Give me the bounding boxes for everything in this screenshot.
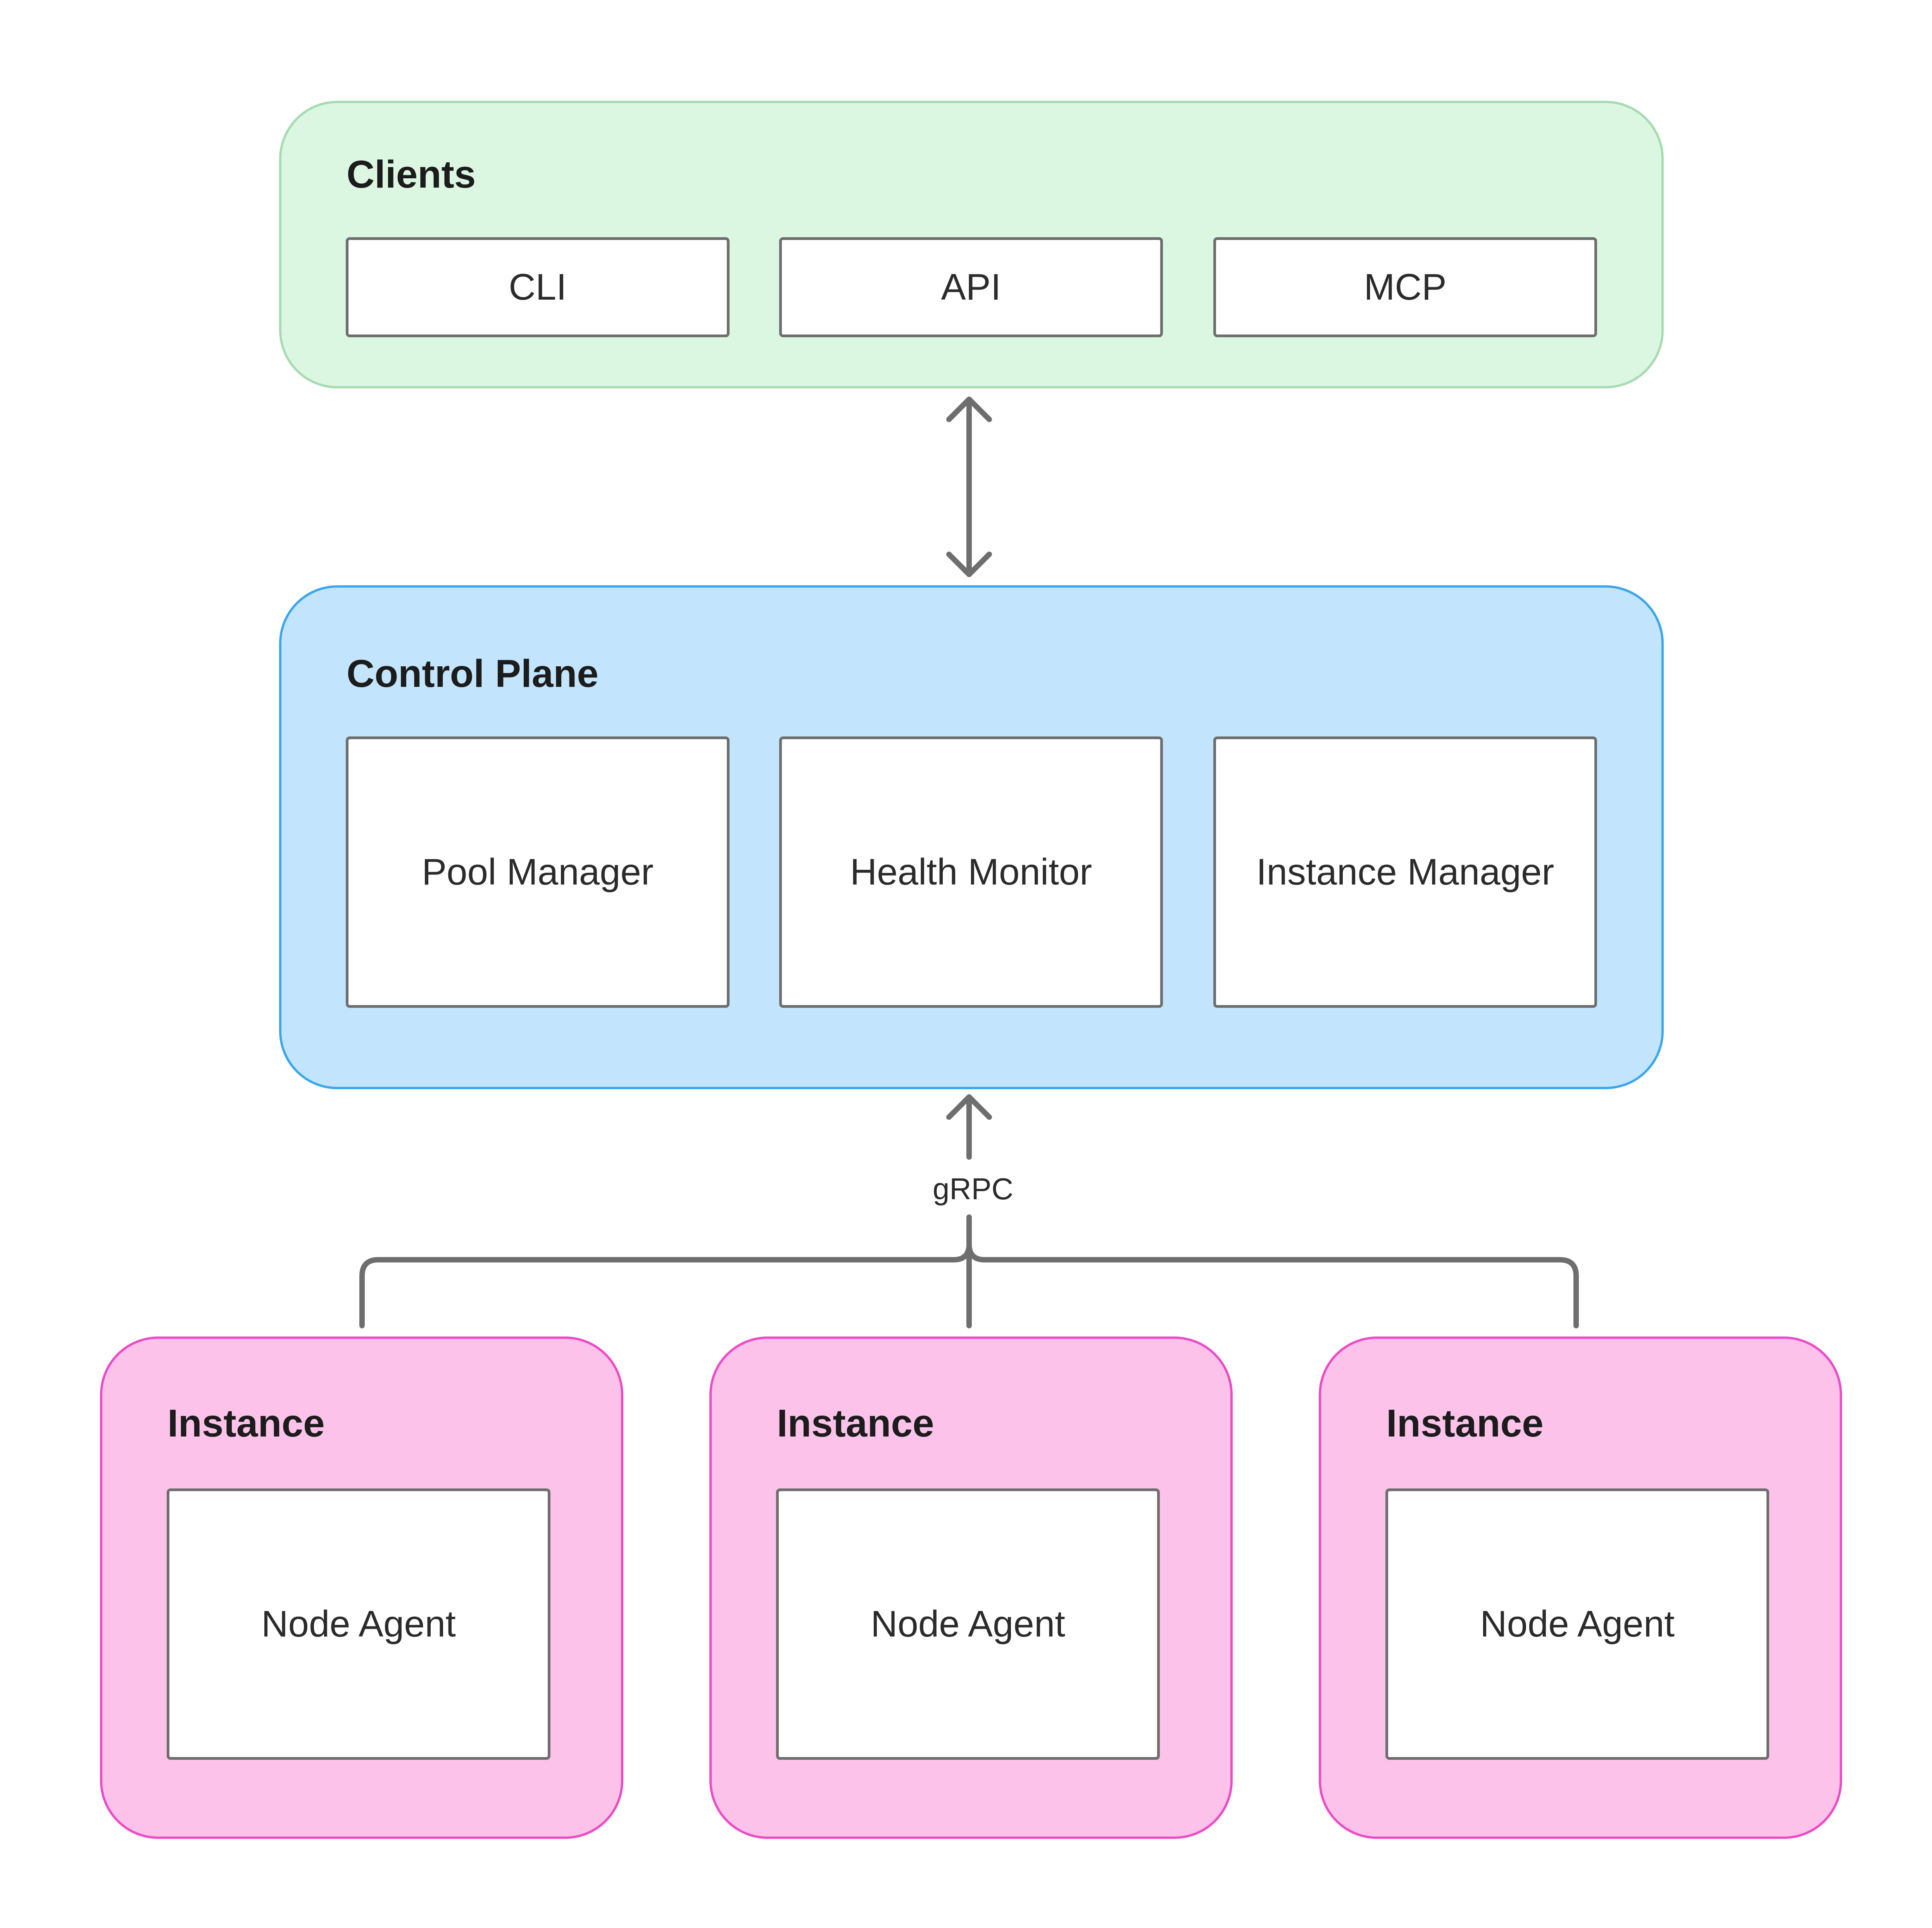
arrow-head-up xyxy=(946,397,992,422)
node-agent-3[interactable]: Node Agent xyxy=(1385,1488,1769,1760)
instance-title-2: Instance xyxy=(777,1402,934,1445)
api-node[interactable]: API xyxy=(779,237,1163,337)
node-agent-1[interactable]: Node Agent xyxy=(167,1488,550,1760)
grpc-bus-left xyxy=(359,1214,972,1328)
pool-manager-node[interactable]: Pool Manager xyxy=(346,736,730,1008)
control-plane-title: Control Plane xyxy=(347,652,599,695)
instance-manager-node[interactable]: Instance Manager xyxy=(1213,736,1597,1008)
grpc-bus-right xyxy=(966,1242,1579,1328)
instance-title-1: Instance xyxy=(167,1402,325,1445)
instance-title-3: Instance xyxy=(1386,1402,1544,1445)
clients-title: Clients xyxy=(347,153,476,196)
grpc-arrow xyxy=(946,1094,992,1160)
arrow-head-down xyxy=(946,552,992,577)
bidirectional-arrow xyxy=(946,397,992,577)
health-monitor-node[interactable]: Health Monitor xyxy=(779,736,1163,1008)
grpc-arrow-head xyxy=(946,1094,992,1120)
grpc-label: gRPC xyxy=(932,1172,1014,1206)
mcp-node[interactable]: MCP xyxy=(1213,237,1597,337)
node-agent-2[interactable]: Node Agent xyxy=(776,1488,1160,1760)
cli-node[interactable]: CLI xyxy=(346,237,730,337)
